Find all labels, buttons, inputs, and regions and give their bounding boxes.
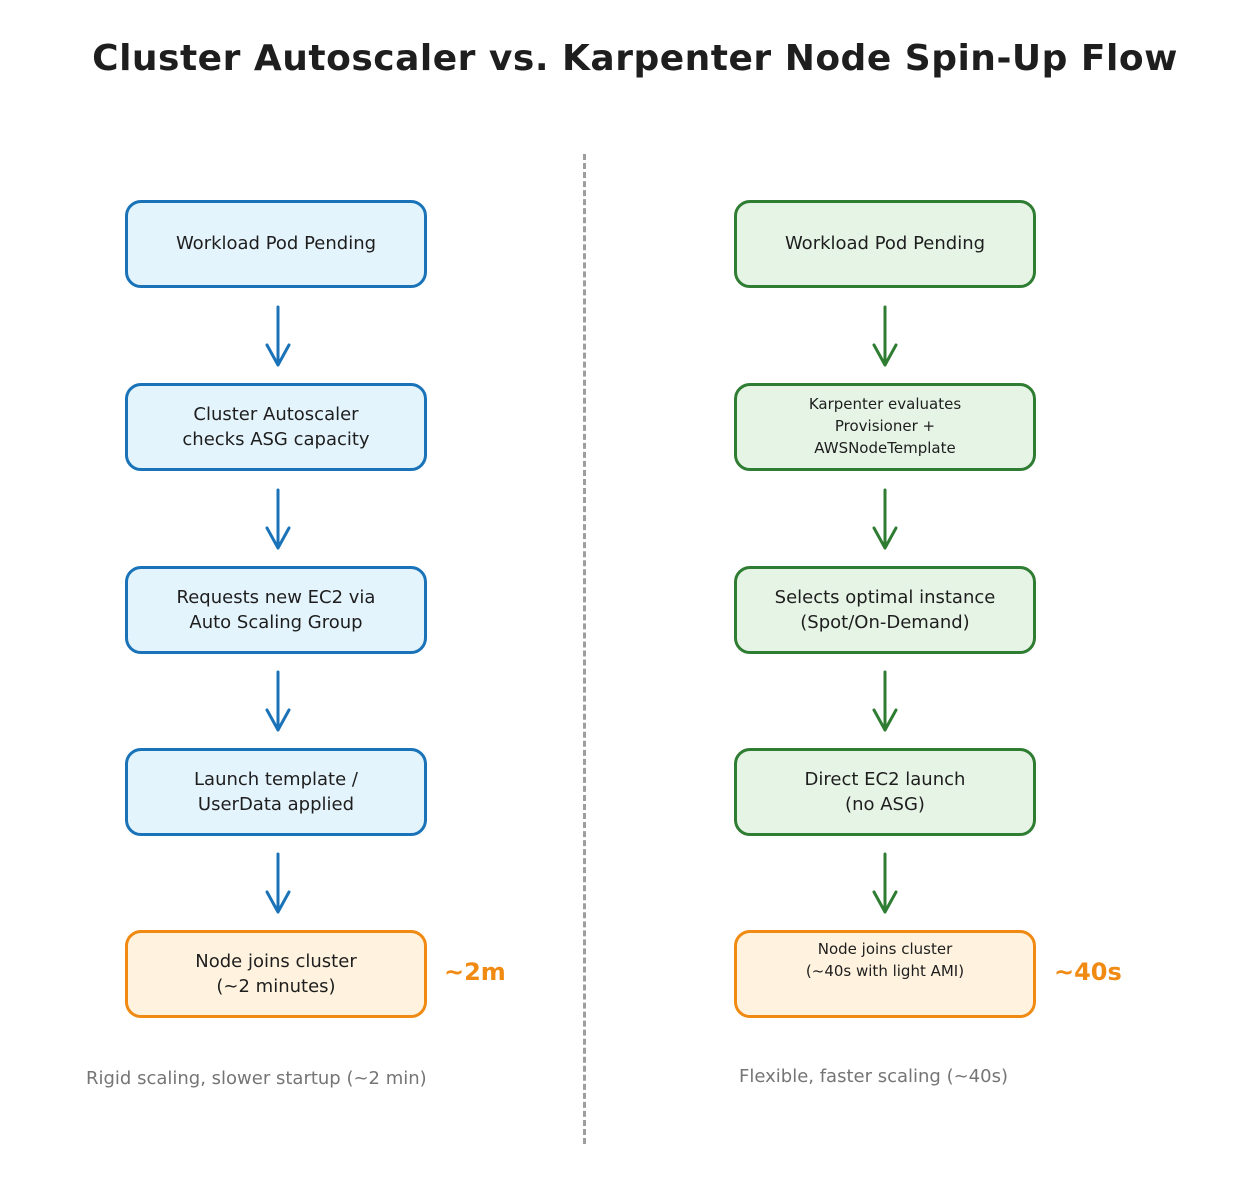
ca-time-label: ~2m xyxy=(444,958,506,986)
karpenter-step-node-joins: Node joins cluster (~40s with light AMI) xyxy=(734,930,1036,1018)
karpenter-arrow-4 xyxy=(872,852,898,914)
karpenter-arrow-2 xyxy=(872,488,898,550)
karpenter-caption: Flexible, faster scaling (~40s) xyxy=(739,1066,1008,1087)
ca-arrow-2 xyxy=(265,488,291,550)
ca-step-check-asg: Cluster Autoscaler checks ASG capacity xyxy=(125,383,427,471)
karpenter-arrow-1 xyxy=(872,305,898,367)
ca-arrow-1 xyxy=(265,305,291,367)
karpenter-arrow-3 xyxy=(872,670,898,732)
ca-step-node-joins: Node joins cluster (~2 minutes) xyxy=(125,930,427,1018)
karpenter-time-label: ~40s xyxy=(1054,958,1122,986)
ca-caption: Rigid scaling, slower startup (~2 min) xyxy=(86,1068,427,1089)
ca-step-launch-template: Launch template / UserData applied xyxy=(125,748,427,836)
karpenter-step-select-instance: Selects optimal instance (Spot/On-Demand… xyxy=(734,566,1036,654)
ca-step-pod-pending: Workload Pod Pending xyxy=(125,200,427,288)
column-divider xyxy=(583,154,586,1144)
diagram-title: Cluster Autoscaler vs. Karpenter Node Sp… xyxy=(92,38,1178,79)
ca-step-request-ec2: Requests new EC2 via Auto Scaling Group xyxy=(125,566,427,654)
karpenter-step-evaluate: Karpenter evaluates Provisioner + AWSNod… xyxy=(734,383,1036,471)
karpenter-step-pod-pending: Workload Pod Pending xyxy=(734,200,1036,288)
ca-arrow-3 xyxy=(265,670,291,732)
ca-arrow-4 xyxy=(265,852,291,914)
karpenter-step-direct-launch: Direct EC2 launch (no ASG) xyxy=(734,748,1036,836)
